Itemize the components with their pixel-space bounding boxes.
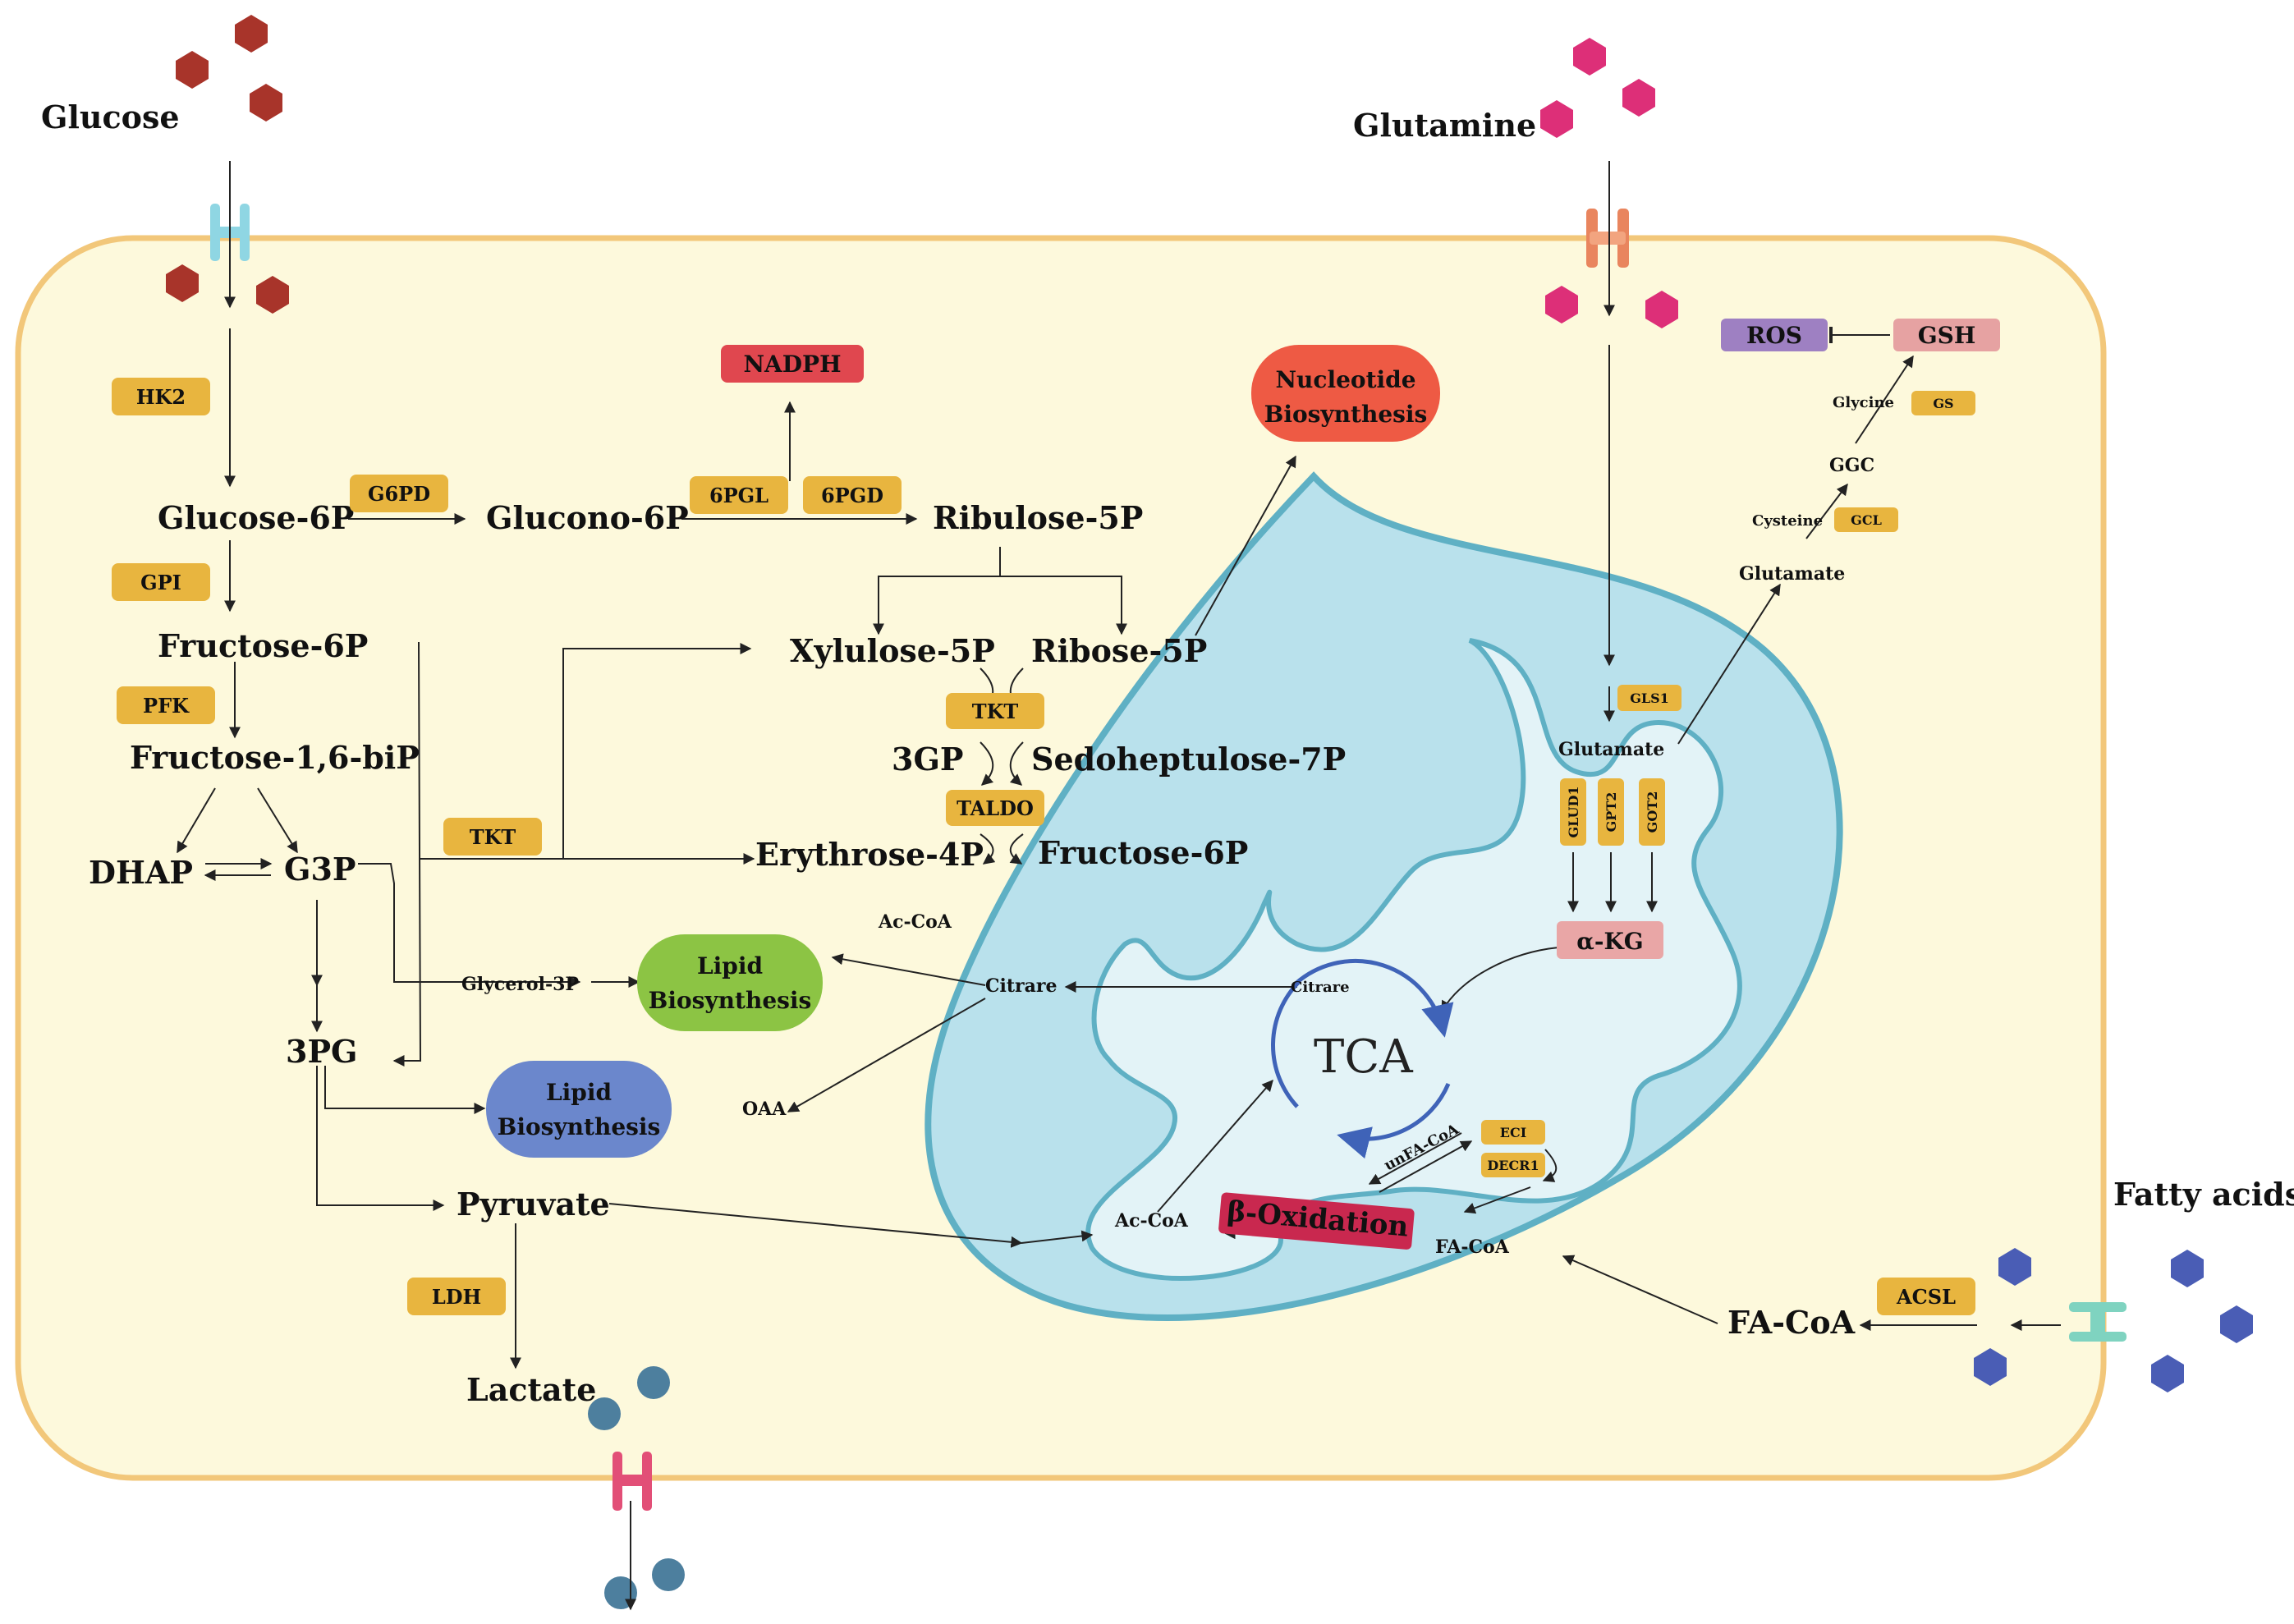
svg-text:Lipid: Lipid bbox=[697, 952, 763, 979]
lipid-biosynthesis-blue: Lipid Biosynthesis bbox=[486, 1061, 672, 1158]
svg-text:Lipid: Lipid bbox=[546, 1079, 612, 1106]
fatty-acids-label: Fatty acids bbox=[2113, 1176, 2294, 1213]
3pg-label: 3PG bbox=[286, 1033, 357, 1070]
enzyme-acsl: ACSL bbox=[1877, 1278, 1975, 1315]
glutamine-transporter bbox=[1586, 209, 1629, 268]
g3p-label: G3P bbox=[284, 851, 356, 888]
lipid-biosynthesis-green: Lipid Biosynthesis bbox=[637, 934, 823, 1031]
nadph-box: NADPH bbox=[721, 345, 864, 383]
glucose-molecules bbox=[166, 15, 289, 314]
svg-text:6PGD: 6PGD bbox=[821, 484, 883, 507]
svg-text:ECI: ECI bbox=[1500, 1125, 1526, 1140]
pyruvate-label: Pyruvate bbox=[457, 1186, 610, 1223]
svg-text:TALDO: TALDO bbox=[957, 796, 1034, 820]
tca-cycle-arrows bbox=[1271, 959, 1454, 1159]
svg-text:GLUD1: GLUD1 bbox=[1566, 787, 1581, 838]
svg-text:Biosynthesis: Biosynthesis bbox=[498, 1113, 661, 1140]
enzyme-gpi: GPI bbox=[112, 563, 210, 601]
enzyme-tkt-glycolysis: TKT bbox=[443, 818, 542, 856]
enzyme-6pgd: 6PGD bbox=[803, 476, 902, 514]
mito-glutamate-label: Glutamate bbox=[1558, 739, 1664, 760]
enzyme-hk2: HK2 bbox=[112, 378, 210, 415]
svg-text:GCL: GCL bbox=[1851, 512, 1882, 528]
glutamine-molecules bbox=[1540, 38, 1678, 328]
ggc-label: GGC bbox=[1829, 455, 1874, 476]
glycerol-3p-label: Glycerol-3P bbox=[461, 974, 579, 995]
enzyme-decr1: DECR1 bbox=[1481, 1153, 1545, 1177]
svg-text:GOT2: GOT2 bbox=[1645, 791, 1660, 833]
enzyme-ldh: LDH bbox=[407, 1278, 506, 1315]
cytosol-fa-coa-label: FA-CoA bbox=[1727, 1304, 1856, 1341]
oaa-label: OAA bbox=[742, 1099, 787, 1120]
svg-text:Biosynthesis: Biosynthesis bbox=[1264, 401, 1428, 428]
svg-text:HK2: HK2 bbox=[136, 385, 186, 409]
enzyme-got2: GOT2 bbox=[1639, 778, 1665, 846]
svg-text:G6PD: G6PD bbox=[368, 482, 430, 506]
glycine-label: Glycine bbox=[1833, 394, 1894, 411]
ppp-exchange-arrows bbox=[980, 667, 1024, 865]
enzyme-6pgl: 6PGL bbox=[690, 476, 788, 514]
svg-text:6PGL: 6PGL bbox=[709, 484, 768, 507]
fructose-6p-label: Fructose-6P bbox=[158, 627, 368, 664]
enzyme-eci: ECI bbox=[1481, 1120, 1545, 1145]
tca-label: TCA bbox=[1314, 1030, 1413, 1084]
fructose-6p-ppp-label: Fructose-6P bbox=[1038, 834, 1248, 871]
fructose-16-bip-label: Fructose-1,6-biP bbox=[130, 739, 420, 776]
cytosol-citrate-label: Citrare bbox=[985, 975, 1057, 997]
svg-text:ROS: ROS bbox=[1746, 322, 1802, 349]
svg-text:ACSL: ACSL bbox=[1896, 1285, 1956, 1309]
gsh-box: GSH bbox=[1893, 319, 2000, 351]
mito-fa-coa-label: FA-CoA bbox=[1435, 1236, 1510, 1258]
enzyme-g6pd: G6PD bbox=[350, 475, 448, 512]
3gp-label: 3GP bbox=[892, 741, 963, 778]
svg-text:GLS1: GLS1 bbox=[1630, 690, 1669, 706]
cysteine-label: Cysteine bbox=[1752, 512, 1823, 530]
xylulose-5p-label: Xylulose-5P bbox=[790, 632, 995, 669]
svg-text:Nucleotide: Nucleotide bbox=[1275, 366, 1415, 393]
svg-text:PFK: PFK bbox=[143, 694, 190, 718]
fatty-acid-molecules bbox=[1974, 1248, 2253, 1392]
lactate-label: Lactate bbox=[466, 1371, 596, 1408]
cytosol-ac-coa-label: Ac-CoA bbox=[878, 911, 952, 933]
enzyme-pfk: PFK bbox=[117, 686, 215, 724]
svg-text:TKT: TKT bbox=[972, 700, 1019, 723]
svg-text:GPI: GPI bbox=[140, 571, 181, 594]
ros-box: ROS bbox=[1721, 319, 1828, 351]
svg-text:TKT: TKT bbox=[470, 825, 516, 849]
svg-text:Biosynthesis: Biosynthesis bbox=[649, 987, 812, 1014]
enzyme-glud1: GLUD1 bbox=[1560, 778, 1586, 846]
ribulose-5p-label: Ribulose-5P bbox=[933, 499, 1143, 536]
enzyme-gs: GS bbox=[1911, 391, 1975, 415]
dhap-label: DHAP bbox=[89, 854, 193, 891]
mito-citrate-label: Citrare bbox=[1291, 979, 1350, 996]
erythrose-4p-label: Erythrose-4P bbox=[755, 836, 984, 873]
lactate-transporter bbox=[612, 1452, 652, 1511]
glutamine-label: Glutamine bbox=[1353, 107, 1536, 144]
svg-text:LDH: LDH bbox=[432, 1285, 481, 1309]
mito-ac-coa-label: Ac-CoA bbox=[1114, 1210, 1189, 1232]
fatty-acid-transporter bbox=[2069, 1302, 2127, 1342]
nucleotide-biosynthesis: Nucleotide Biosynthesis bbox=[1251, 345, 1440, 442]
svg-text:α-KG: α-KG bbox=[1576, 928, 1643, 955]
ribose-5p-label: Ribose-5P bbox=[1031, 632, 1207, 669]
enzyme-gcl: GCL bbox=[1834, 507, 1898, 532]
svg-text:GSH: GSH bbox=[1918, 322, 1976, 349]
enzyme-gls1: GLS1 bbox=[1617, 685, 1682, 711]
enzyme-gpt2: GPT2 bbox=[1598, 778, 1624, 846]
svg-text:GPT2: GPT2 bbox=[1604, 792, 1619, 833]
akg-box: α-KG bbox=[1557, 921, 1663, 959]
glucose-6p-label: Glucose-6P bbox=[158, 499, 354, 536]
svg-text:NADPH: NADPH bbox=[743, 351, 841, 378]
pathway-arrows bbox=[177, 161, 2061, 1611]
sedoheptulose-7p-label: Sedoheptulose-7P bbox=[1031, 741, 1346, 778]
enzyme-taldo: TALDO bbox=[946, 790, 1044, 826]
cytosol-glutamate-label: Glutamate bbox=[1739, 563, 1845, 585]
glucono-6p-label: Glucono-6P bbox=[486, 499, 689, 536]
svg-text:GS: GS bbox=[1933, 396, 1953, 411]
svg-text:DECR1: DECR1 bbox=[1487, 1158, 1539, 1173]
glucose-label: Glucose bbox=[41, 99, 180, 135]
enzyme-tkt-ppp: TKT bbox=[946, 693, 1044, 729]
